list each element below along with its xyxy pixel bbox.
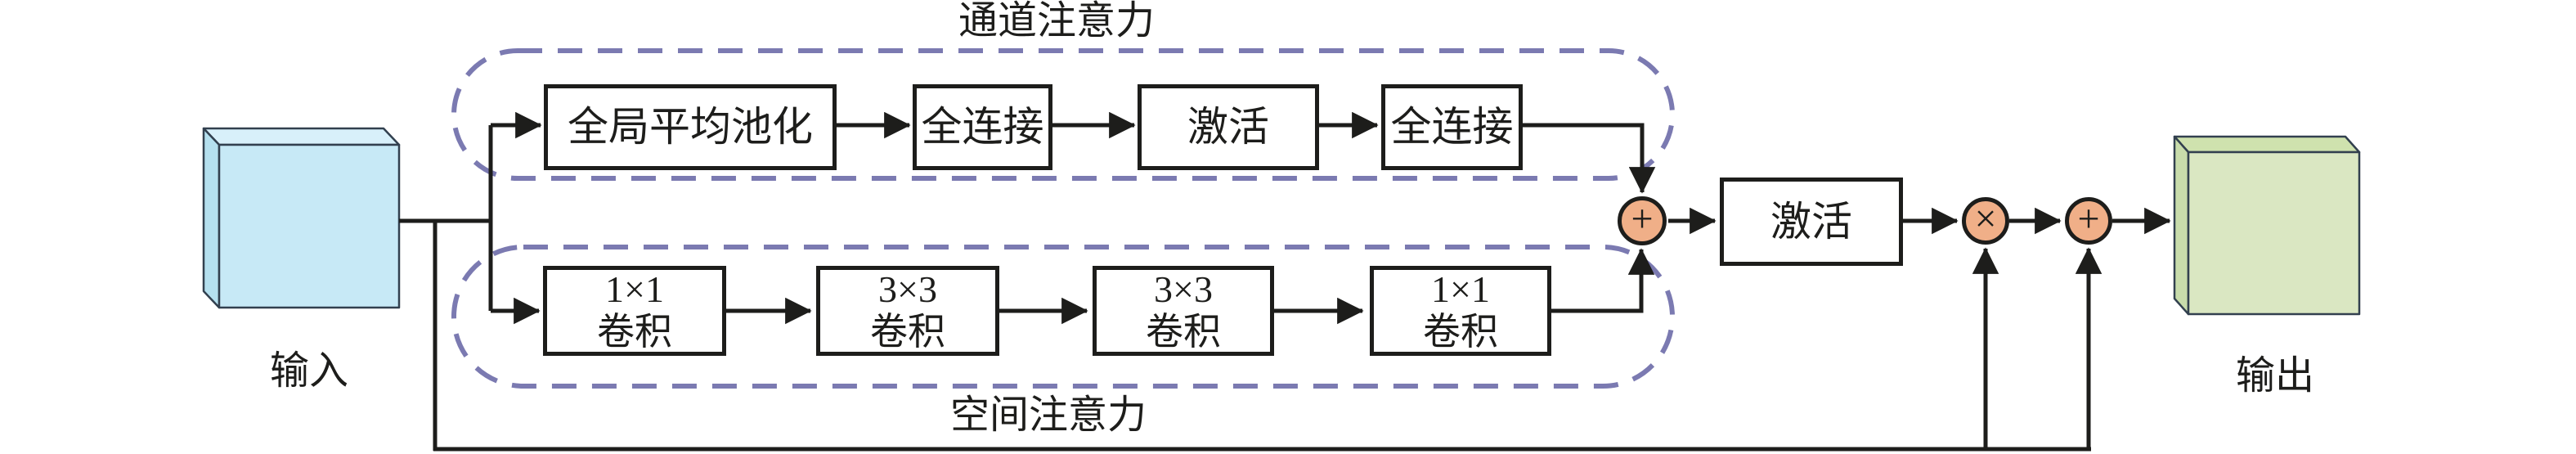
output-cube-side-face [2173,135,2190,316]
output-label: 输出 [2235,354,2315,398]
fully-connected-box-2: 全连接 [1381,84,1523,170]
conv1x1-box-1: 1×1 卷积 [543,266,726,356]
channel-attention-dashed-outline [451,48,1675,181]
spatial-attention-title: 空间注意力 [949,393,1147,437]
merge-activation-box: 激活 [1720,178,1903,266]
spatial-attention-dashed-outline [451,245,1675,389]
conv3x3-box-1: 3×3 卷积 [816,266,999,356]
output-cube [2173,135,2361,316]
input-cube-front-face [218,143,401,309]
output-cube-top-face [2173,135,2361,154]
multiply-operator: × [1962,197,2009,245]
input-cube-top-face [202,127,401,146]
global-average-pooling-box: 全局平均池化 [544,84,837,170]
arrow-conv4-to-merge [1551,248,1655,313]
channel-attention-title: 通道注意力 [958,0,1156,43]
fully-connected-box-1: 全连接 [913,84,1052,170]
input-cube-side-face [202,127,221,309]
conv3x3-box-2: 3×3 卷积 [1093,266,1274,356]
input-cube [202,127,401,309]
channel-activation-box: 激活 [1138,84,1319,170]
residual-add-operator: + [2065,197,2112,245]
output-cube-front-face [2187,151,2361,316]
conv1x1-box-2: 1×1 卷积 [1370,266,1551,356]
input-label: 输入 [269,349,349,393]
merge-add-operator: + [1618,196,1667,245]
arrow-fc2-to-merge [1523,123,1656,194]
